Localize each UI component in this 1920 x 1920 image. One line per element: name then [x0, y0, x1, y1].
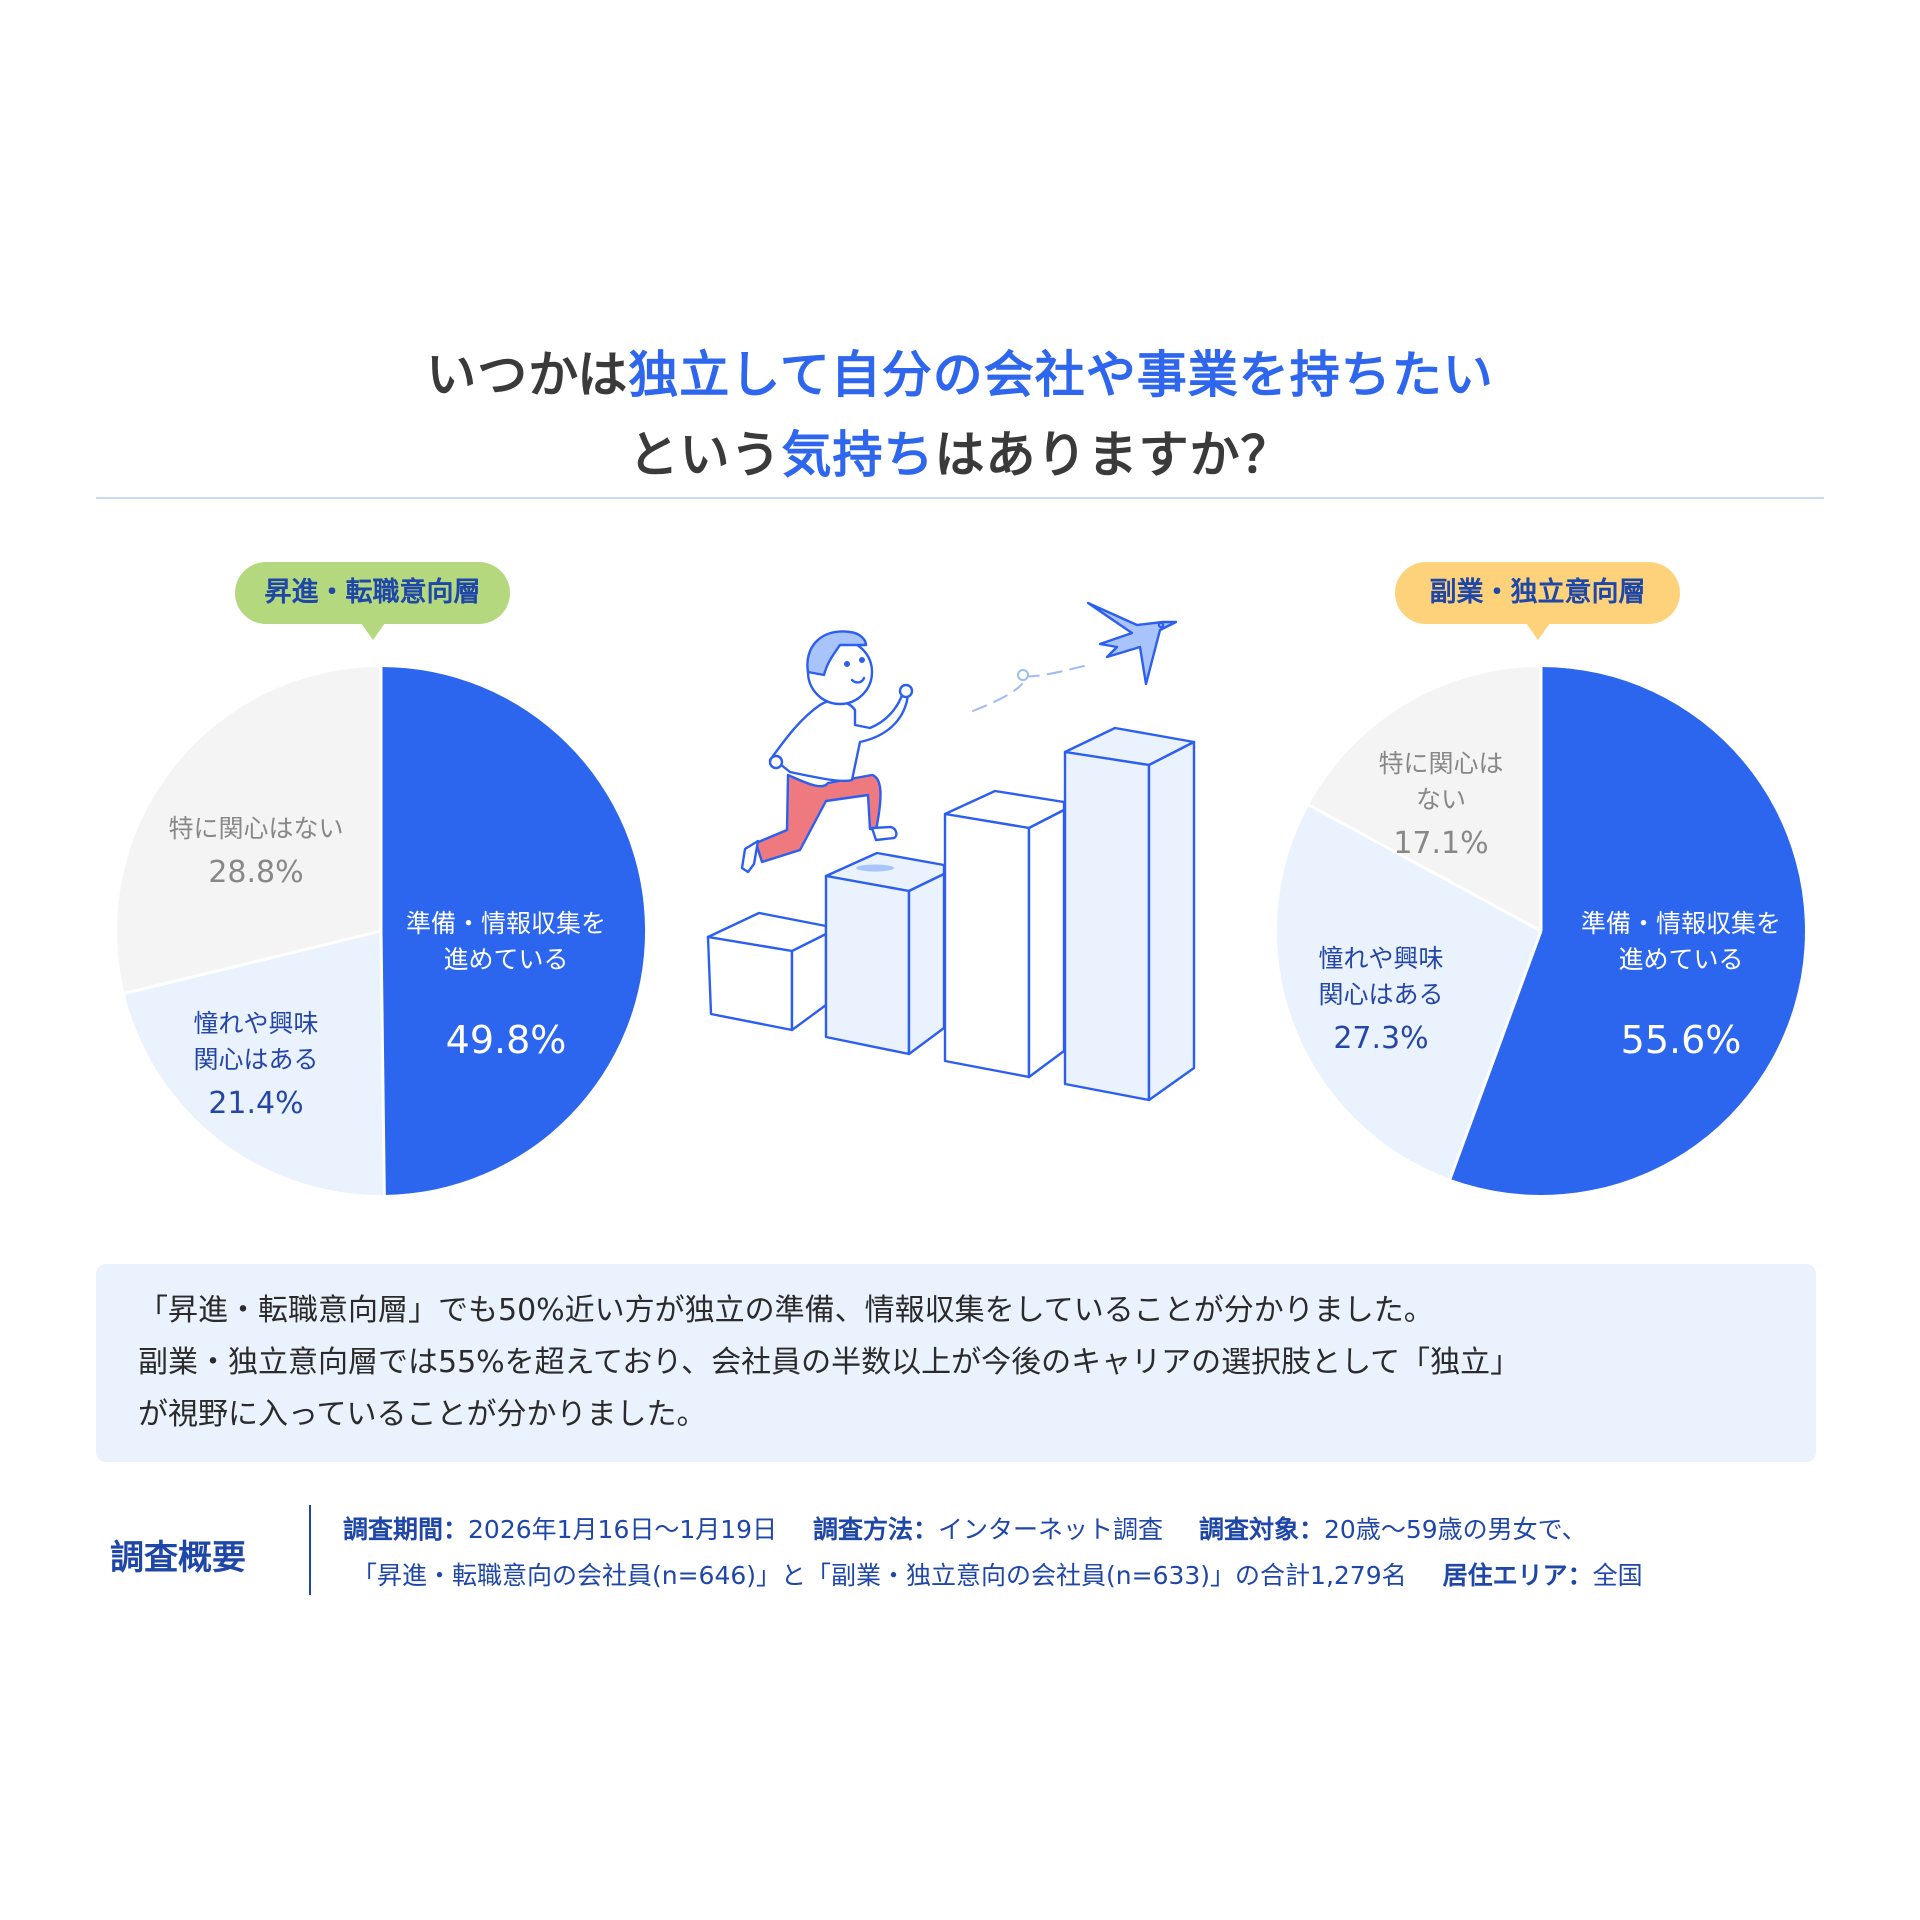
pie-label-prep: 準備・情報収集を 進めている 49.8%: [405, 909, 606, 1062]
page-title: いつかは独立して自分の会社や事業を持ちたい という気持ちはありますか？: [0, 335, 1920, 495]
pie-label-none: 特に関心は ない 17.1%: [1378, 749, 1504, 861]
summary-line-3: が視野に入っていることが分かりました。: [138, 1397, 707, 1432]
summary-line-1: 「昇進・転職意向層」でも50%近い方が独立の準備、情報収集をしていることが分かり…: [138, 1293, 1434, 1328]
pie-slice-none: [1308, 667, 1541, 931]
boy-figure: [740, 630, 914, 874]
pie-svg: [117, 667, 646, 1196]
flight-path: [972, 663, 1093, 712]
bird-icon: [1086, 601, 1178, 686]
pie-slice-none: [117, 667, 382, 994]
pie-label-prep: 準備・情報収集を 進めている 55.6%: [1580, 909, 1781, 1062]
title-line-2: という気持ちはありますか？: [628, 426, 1292, 484]
pie-label-none: 特に関心はない 28.8%: [168, 814, 344, 890]
pie-svg: [1276, 667, 1805, 1195]
pie-label-interest: 憧れや興味 関心はある 21.4%: [193, 1009, 319, 1121]
summary-box: 「昇進・転職意向層」でも50%近い方が独立の準備、情報収集をしていることが分かり…: [96, 1264, 1816, 1462]
survey-heading: 調査概要: [110, 1538, 246, 1578]
pie-chart-side-business: 準備・情報収集を 進めている 55.6% 憧れや興味 関心はある 27.3% 特…: [1276, 666, 1806, 1196]
step-block-2: [824, 851, 946, 1056]
title-line-1: いつかは独立して自分の会社や事業を持ちたい: [426, 346, 1494, 404]
step-block-4: [1063, 726, 1196, 1102]
pie-slice-interest: [1276, 805, 1541, 1179]
title-divider: [96, 497, 1824, 499]
segment-bubble-side-business: 副業・独立意向層: [1395, 562, 1680, 640]
climbing-boy-illustration: [700, 600, 1240, 1180]
pie-label-interest: 憧れや興味 関心はある 27.3%: [1318, 944, 1444, 1056]
pie-slice-prep: [381, 667, 646, 1195]
pie-chart-promotion: 準備・情報収集を 進めている 49.8% 憧れや興味 関心はある 21.4% 特…: [116, 666, 646, 1196]
pie-slice-interest: [124, 931, 385, 1196]
survey-separator: [309, 1505, 311, 1595]
survey-line-1: 調査期間：2026年1月16日〜1月19日 調査方法：インターネット調査 調査対…: [343, 1515, 1587, 1544]
step-block-3: [943, 789, 1066, 1079]
pie-slice-prep: [1450, 667, 1805, 1195]
summary-line-2: 副業・独立意向層では55%を超えており、会社員の半数以上が今後のキャリアの選択肢…: [138, 1345, 1521, 1380]
step-block-1: [706, 911, 828, 1032]
survey-line-2: 「昇進・転職意向の会社員(n=646)」と「副業・独立意向の会社員(n=633)…: [352, 1561, 1643, 1590]
segment-bubble-promotion: 昇進・転職意向層: [235, 562, 510, 640]
